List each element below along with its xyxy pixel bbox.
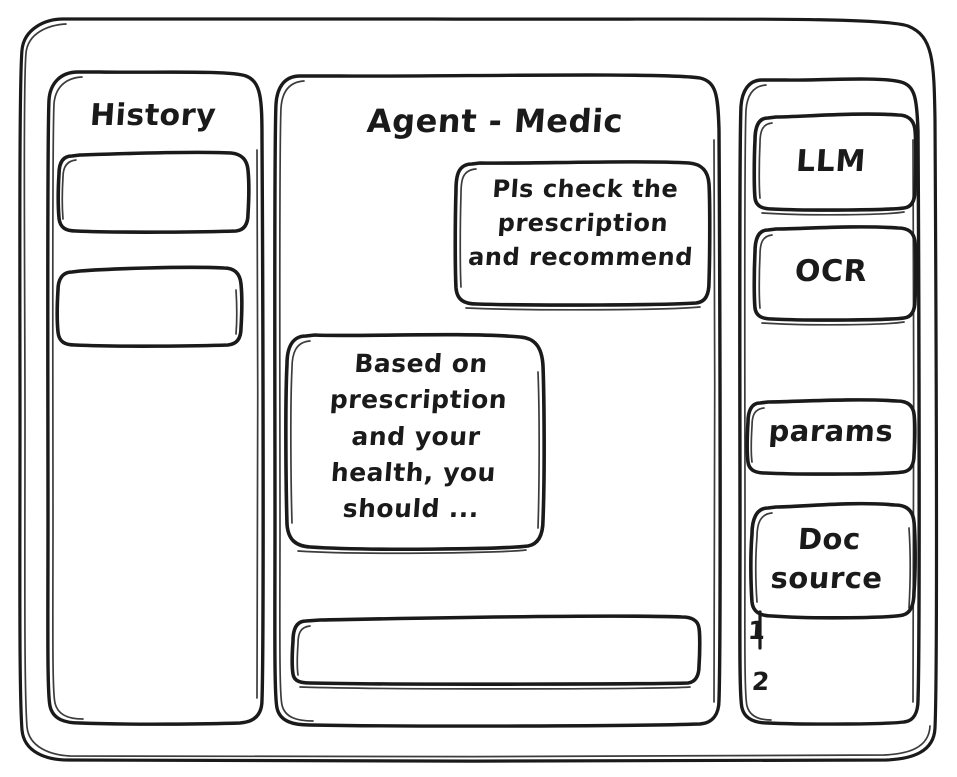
history-item-2-outline — [55, 265, 244, 348]
history-item-1-outline — [56, 150, 251, 234]
window-frame-outline — [18, 17, 939, 763]
doc-source-button[interactable] — [751, 504, 915, 618]
user-message-bubble-outline — [453, 160, 712, 311]
user-message-bubble — [455, 162, 711, 308]
llm-button-outline — [752, 112, 918, 216]
history-panel-outline — [46, 70, 265, 726]
assistant-message-bubble — [286, 334, 545, 554]
doc-source-item-2[interactable] — [745, 658, 805, 704]
composer-input-outline — [290, 614, 702, 690]
params-button-outline — [745, 398, 917, 476]
llm-button[interactable] — [754, 114, 916, 212]
history-item-2[interactable] — [57, 267, 243, 347]
assistant-message-bubble-outline — [284, 332, 546, 555]
ocr-button[interactable] — [754, 227, 916, 322]
params-button[interactable] — [747, 400, 915, 475]
ocr-button-outline — [752, 225, 918, 326]
doc-source-button-outline — [749, 501, 917, 620]
history-item-1[interactable] — [58, 152, 250, 234]
doc-source-item-1[interactable] — [745, 608, 805, 654]
composer-input[interactable] — [292, 616, 701, 686]
agent-panel-outline — [273, 73, 722, 728]
